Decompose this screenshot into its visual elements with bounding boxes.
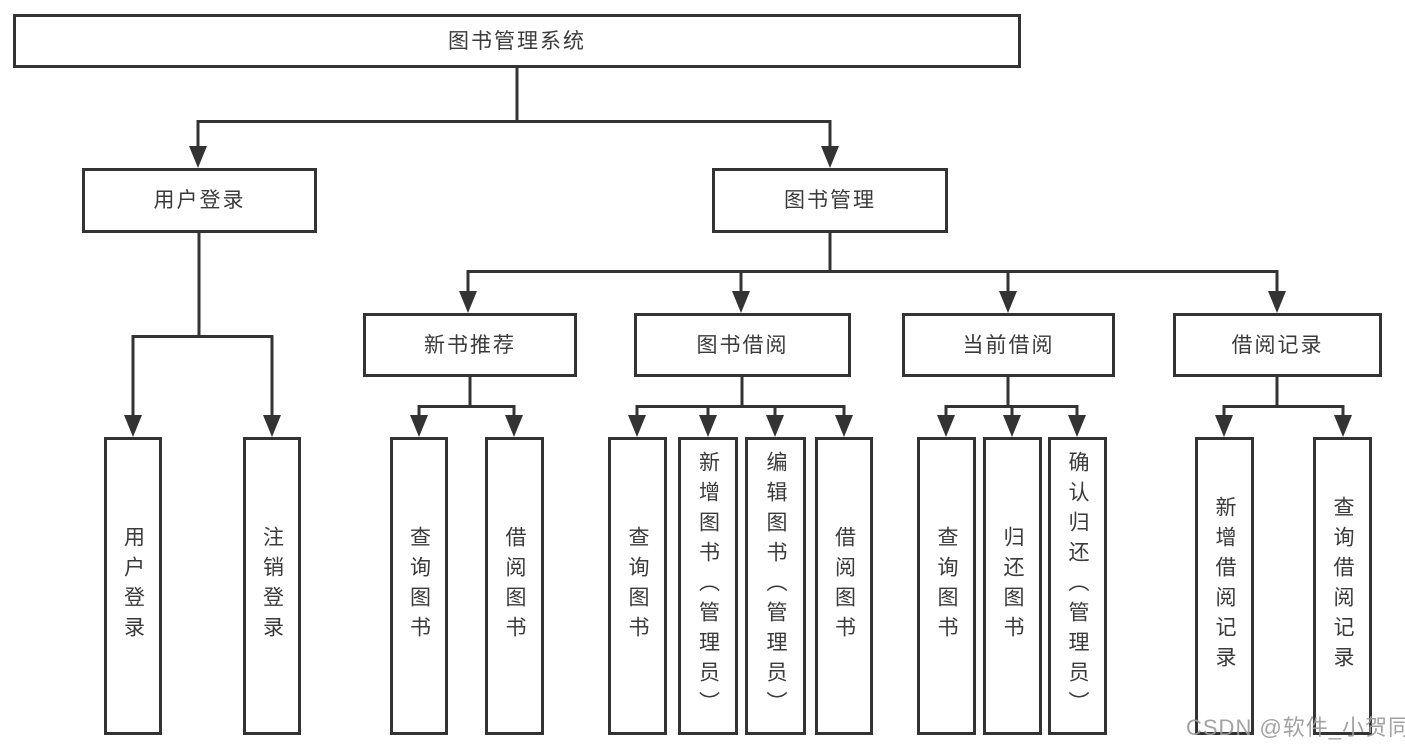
arrow-down-marker: [1334, 415, 1352, 437]
leaf-borrow-edit-book-admin: 编辑图书（管理员）: [745, 437, 806, 735]
connector-user-login-children: [124, 233, 281, 437]
arrow-down-marker: [189, 146, 207, 168]
arrow-down-marker: [999, 291, 1017, 313]
leaf-newbook-query-book: 查询图书: [390, 437, 448, 735]
arrow-down-marker: [410, 415, 428, 437]
connector-book-mgmt-modules: [459, 233, 1286, 313]
arrow-down-marker: [835, 415, 853, 437]
leaf-borrow-borrow-book: 借阅图书: [815, 437, 873, 735]
leaf-records-add-record: 新增借阅记录: [1195, 437, 1254, 735]
leaf-newbook-borrow-book: 借阅图书: [485, 437, 544, 735]
node-new-book-recommend: 新书推荐: [363, 313, 577, 377]
leaf-borrow-add-book-admin: 新增图书（管理员）: [678, 437, 738, 735]
arrow-down-marker: [1215, 415, 1233, 437]
leaf-logout: 注销登录: [243, 437, 301, 735]
connector-root-to-level2: [189, 68, 839, 168]
node-book-borrow: 图书借阅: [634, 313, 851, 377]
arrow-down-marker: [732, 291, 750, 313]
arrow-down-marker: [459, 291, 477, 313]
arrow-down-marker: [821, 146, 839, 168]
leaf-current-confirm-return-admin: 确认归还（管理员）: [1048, 437, 1107, 735]
arrow-down-marker: [937, 415, 955, 437]
arrow-down-marker: [699, 415, 717, 437]
connector-new-book-children: [410, 377, 523, 437]
node-current-borrow: 当前借阅: [902, 313, 1115, 377]
node-borrow-records: 借阅记录: [1173, 313, 1382, 377]
arrow-down-marker: [263, 415, 281, 437]
leaf-user-login: 用户登录: [104, 437, 162, 735]
connector-book-borrow-children: [628, 377, 853, 437]
leaf-current-return-book: 归还图书: [983, 437, 1042, 735]
arrow-down-marker: [505, 415, 523, 437]
leaf-current-query-book: 查询图书: [917, 437, 976, 735]
arrow-down-marker: [1268, 291, 1286, 313]
leaf-borrow-query-book: 查询图书: [608, 437, 667, 735]
node-book-mgmt: 图书管理: [712, 168, 948, 233]
arrow-down-marker: [124, 415, 142, 437]
arrow-down-marker: [628, 415, 646, 437]
connector-current-borrow-children: [937, 377, 1086, 437]
watermark: CSDN @软件_小贺同学: [1186, 715, 1405, 740]
arrow-down-marker: [1003, 415, 1021, 437]
leaf-records-query-record: 查询借阅记录: [1313, 437, 1372, 735]
arrow-down-marker: [766, 415, 784, 437]
connector-borrow-records-children: [1215, 377, 1352, 437]
arrow-down-marker: [1068, 415, 1086, 437]
node-user-login: 用户登录: [82, 168, 317, 233]
node-root: 图书管理系统: [13, 14, 1021, 68]
